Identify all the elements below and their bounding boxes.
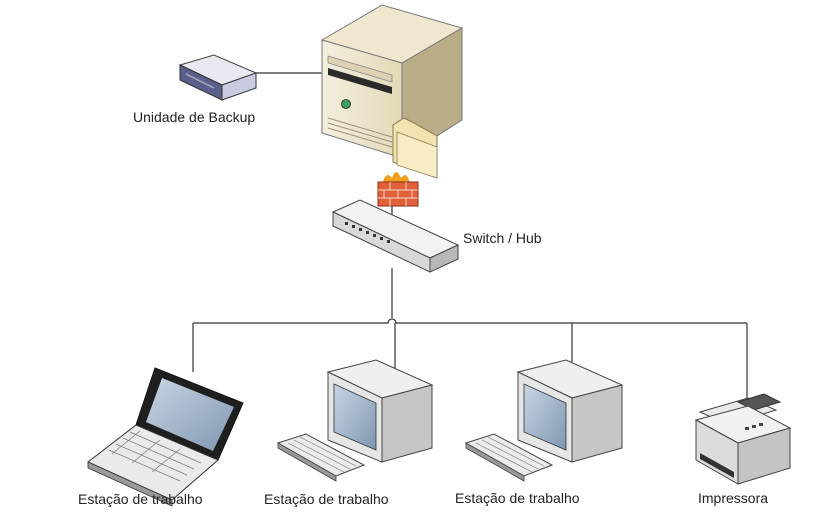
network-bus: [193, 318, 747, 324]
firewall-icon: [377, 172, 419, 207]
desktop-computer-icon: [276, 359, 434, 482]
switch-label: Switch / Hub: [463, 230, 542, 246]
printer-label: Impressora: [698, 490, 769, 506]
backup-drive-icon: [178, 54, 258, 101]
laptop-icon: [87, 367, 244, 507]
backup-label: Unidade de Backup: [133, 109, 256, 125]
workstation-1-label: Estação de trabalho: [78, 491, 203, 507]
desktop-computer-icon: [464, 359, 624, 482]
workstation-3-label: Estação de trabalho: [455, 490, 580, 506]
connection-lines: [192, 72, 748, 400]
switch-icon: [331, 199, 460, 273]
server-icon: [320, 4, 464, 179]
printer-icon: [694, 393, 792, 485]
workstation-2-label: Estação de trabalho: [264, 491, 389, 507]
